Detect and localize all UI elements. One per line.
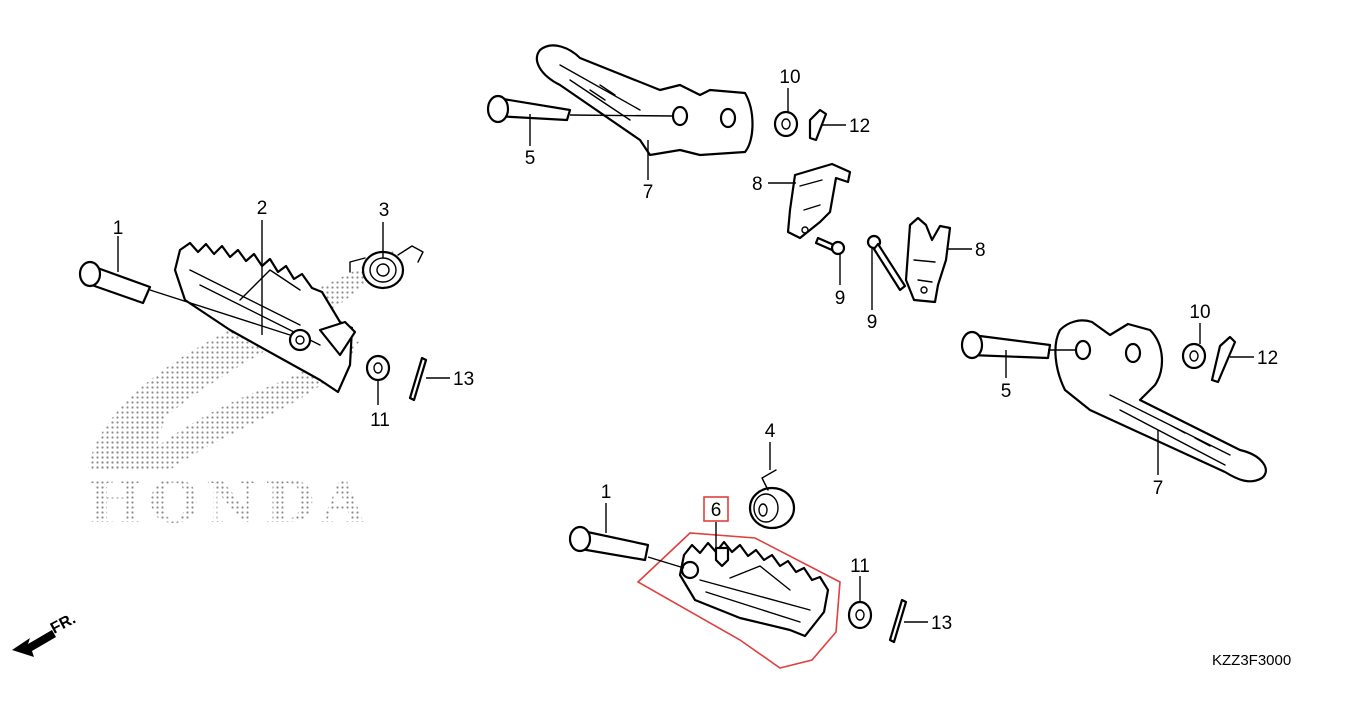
callout-1-left: 1	[113, 218, 124, 239]
footpeg-part-2	[173, 241, 357, 394]
pin-part-1-bottom	[568, 525, 650, 562]
callout-13-left: 13	[453, 369, 474, 390]
callout-1-bottom: 1	[601, 482, 612, 503]
callout-11-bottom: 11	[850, 556, 870, 577]
callout-12-right: 12	[1257, 348, 1278, 369]
callout-10-right: 10	[1189, 302, 1210, 323]
bolt-part-9-upper	[814, 236, 846, 256]
bracket-part-8-lower	[904, 216, 952, 304]
spring-part-4	[748, 469, 796, 530]
callout-5-right: 5	[1001, 381, 1012, 402]
cotter-pin-part-12-top	[808, 108, 828, 142]
highlight-outline	[636, 532, 841, 669]
callout-5-top: 5	[525, 148, 536, 169]
diagram-code: KZZ3F3000	[1212, 652, 1291, 669]
footpeg-part-7-top	[535, 44, 754, 157]
callout-10-top: 10	[779, 67, 800, 88]
washer-part-10-top	[773, 110, 799, 138]
top-step-assembly	[486, 44, 828, 157]
callout-13-bottom: 13	[931, 613, 952, 634]
bolt-part-9-lower	[866, 234, 907, 292]
front-arrow-icon	[12, 630, 56, 657]
bottom-step-assembly	[568, 469, 908, 669]
washer-part-10-right	[1181, 342, 1207, 370]
callout-11-left: 11	[370, 410, 390, 431]
front-direction-indicator: FR.	[12, 610, 79, 657]
left-step-assembly	[78, 241, 428, 402]
callout-3: 3	[379, 200, 390, 221]
footpeg-part-6	[678, 540, 830, 638]
footpeg-part-7-right	[1054, 319, 1267, 483]
pin-part-5-right	[960, 330, 1052, 360]
callout-labels: 1 2 3 11 13 5 7 10 12 8 9 9 8 10 12 5 7 …	[113, 67, 1278, 634]
callout-2: 2	[257, 198, 268, 219]
callout-8-upper: 8	[752, 174, 763, 195]
cotter-pin-part-12-right	[1210, 335, 1237, 384]
cotter-pin-part-13-bottom	[888, 598, 908, 644]
honda-wordmark: HONDA	[88, 468, 372, 536]
cotter-pin-part-13-left	[408, 356, 428, 402]
bracket-part-8-upper	[786, 162, 852, 240]
callout-8-lower: 8	[975, 240, 986, 261]
callout-12-top: 12	[849, 116, 870, 137]
pin-part-5-top	[486, 94, 572, 124]
callout-9-lower: 9	[867, 312, 878, 333]
right-step-assembly	[960, 319, 1267, 483]
bracket-assembly	[786, 162, 952, 304]
callout-6: 6	[711, 500, 722, 521]
callout-4: 4	[765, 421, 776, 442]
washer-part-11-left	[365, 354, 391, 382]
callout-7-top: 7	[643, 182, 654, 203]
pin-part-1-left	[78, 260, 152, 305]
callout-9-upper: 9	[835, 288, 846, 309]
leader-lines	[117, 88, 1254, 623]
washer-part-11-bottom	[847, 600, 873, 630]
callout-7-right: 7	[1153, 478, 1164, 499]
callout-6-highlight-box	[703, 496, 729, 522]
